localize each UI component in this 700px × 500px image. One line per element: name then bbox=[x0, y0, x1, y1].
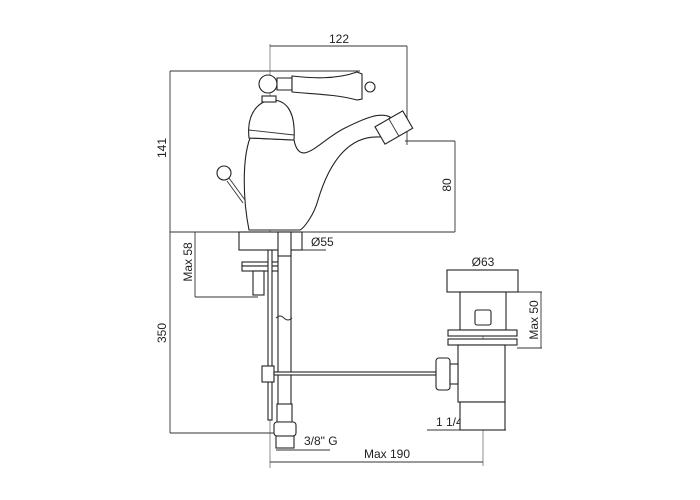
popup-rod bbox=[273, 371, 441, 376]
inlet-connector bbox=[273, 421, 297, 437]
dimension-55: Ø55 bbox=[300, 235, 334, 251]
label-122: 122 bbox=[329, 32, 349, 46]
mounting-hardware bbox=[241, 231, 441, 449]
dimension-63: Ø63 bbox=[447, 255, 518, 271]
handle-hub bbox=[258, 74, 278, 94]
base-flange bbox=[238, 231, 303, 251]
rod-clamp bbox=[261, 365, 275, 383]
label-1-1-4: 1 1/4" bbox=[436, 415, 467, 429]
label-80: 80 bbox=[440, 178, 454, 192]
popup-knob bbox=[216, 165, 232, 181]
waste-nut bbox=[435, 357, 451, 391]
label-max-50: Max 50 bbox=[527, 300, 541, 340]
dimension-3-8-g: 3/8" G bbox=[276, 434, 338, 451]
label-max-190: Max 190 bbox=[364, 447, 410, 461]
dimension-141: 141 bbox=[155, 70, 455, 233]
label-63: Ø63 bbox=[472, 255, 495, 269]
label-max-58: Max 58 bbox=[181, 242, 195, 282]
popup-waste bbox=[435, 269, 519, 431]
aerator-nozzle bbox=[374, 110, 414, 145]
dimension-80: 80 bbox=[405, 140, 456, 232]
faucet-body bbox=[216, 71, 414, 251]
lever-handle bbox=[291, 71, 363, 101]
label-350: 350 bbox=[155, 323, 169, 343]
dimension-max-58: Max 58 bbox=[181, 232, 258, 298]
dimension-max-50: Max 50 bbox=[517, 291, 542, 349]
label-55: Ø55 bbox=[311, 235, 334, 249]
label-141: 141 bbox=[155, 138, 169, 158]
dimension-max-190: Max 190 bbox=[270, 447, 483, 463]
waste-cap bbox=[446, 269, 519, 293]
label-3-8-g: 3/8" G bbox=[304, 434, 338, 448]
dimension-350: 350 bbox=[155, 232, 276, 434]
